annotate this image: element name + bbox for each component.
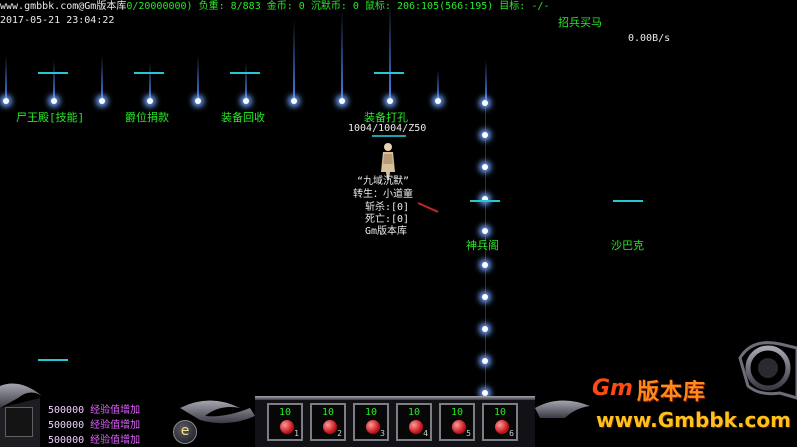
- spell-trail: [417, 202, 439, 213]
- light-dot: [482, 132, 488, 138]
- slot-key: 2: [337, 429, 342, 438]
- light-beam: [101, 55, 103, 100]
- light-dot: [482, 390, 488, 396]
- npc-health-bar: [230, 72, 260, 74]
- light-dot: [339, 98, 345, 104]
- light-beam: [197, 55, 199, 100]
- hotbar-slot-6[interactable]: 10 6: [482, 403, 518, 441]
- slot-count: 10: [494, 407, 507, 418]
- light-dot: [482, 326, 488, 332]
- light-beam: [245, 62, 247, 100]
- e-menu-button[interactable]: e: [173, 420, 197, 444]
- npc-health-bar: [134, 72, 164, 74]
- potion-icon: [409, 420, 423, 434]
- site-watermark: www.gmbbk.com@Gm版本库: [0, 1, 127, 12]
- light-beam: [341, 10, 343, 100]
- player-hp-bar: [372, 135, 406, 137]
- player-hp-text: 1004/1004/Z50: [348, 123, 427, 134]
- hotbar-slot-1[interactable]: 10 1: [267, 403, 303, 441]
- slot-key: 1: [294, 429, 299, 438]
- light-beam: [293, 20, 295, 100]
- slot-count: 10: [279, 407, 292, 418]
- npc-sabak[interactable]: 沙巴克: [611, 239, 644, 252]
- npc-divine-weapon-pavilion[interactable]: 神兵阁: [466, 239, 499, 252]
- slot-count: 10: [408, 407, 421, 418]
- player-guild: “九域沉默”: [357, 176, 410, 187]
- potion-icon: [280, 420, 294, 434]
- light-beam: [149, 62, 151, 100]
- light-dot: [291, 98, 297, 104]
- light-dot: [482, 262, 488, 268]
- light-dot: [482, 358, 488, 364]
- potion-icon: [452, 420, 466, 434]
- light-beam: [53, 60, 55, 100]
- light-dot: [51, 98, 57, 104]
- status-stats: 0/20000000) 负重: 8/883 金币: 0 沉默币: 0 鼠标: 2…: [126, 1, 550, 12]
- logo-brand: 版本库: [637, 380, 707, 405]
- logo-url: www.Gmbbk.com: [596, 408, 791, 432]
- npc-health-bar: [470, 200, 500, 202]
- light-dot: [482, 164, 488, 170]
- potion-icon: [366, 420, 380, 434]
- potion-icon: [495, 420, 509, 434]
- slot-count: 10: [451, 407, 464, 418]
- status-bar: www.gmbbk.com@Gm版本库0/20000000) 负重: 8/883…: [0, 0, 549, 13]
- slot-key: 3: [380, 429, 385, 438]
- player-character[interactable]: [378, 142, 398, 182]
- slot-key: 4: [423, 429, 428, 438]
- slot-count: 10: [322, 407, 335, 418]
- npc-health-bar: [374, 72, 404, 74]
- gmbbk-logo: Gm 版本库 www.Gmbbk.com: [592, 372, 792, 442]
- player-rebirth: 转生：小道童: [353, 189, 413, 200]
- light-beam: [485, 60, 487, 100]
- light-dot: [387, 98, 393, 104]
- light-dot: [3, 98, 9, 104]
- light-dot: [435, 98, 441, 104]
- slot-count: 10: [365, 407, 378, 418]
- npc-equipment-socket[interactable]: 装备打孔: [364, 111, 408, 124]
- system-message: 500000 经验值增加: [48, 435, 141, 446]
- light-dot: [243, 98, 249, 104]
- hotbar-slot-2[interactable]: 10 2: [310, 403, 346, 441]
- npc-corpse-king-hall[interactable]: 尸王殿[技能]: [16, 111, 85, 124]
- light-beam: [5, 55, 7, 100]
- npc-title-donation[interactable]: 爵位捐款: [125, 111, 169, 124]
- game-clock: 2017-05-21 23:04:22: [0, 15, 115, 26]
- npc-equipment-recycle[interactable]: 装备回收: [221, 111, 265, 124]
- player-title: Gm版本库: [365, 226, 408, 237]
- light-beam: [437, 70, 439, 100]
- player-kills: 斩杀:[0]: [365, 202, 410, 213]
- light-dot: [482, 100, 488, 106]
- light-beam: [389, 0, 391, 100]
- light-dot: [482, 196, 488, 202]
- slot-key: 6: [509, 429, 514, 438]
- system-message: 500000 经验值增加: [48, 405, 141, 416]
- light-dot: [195, 98, 201, 104]
- light-dot: [482, 294, 488, 300]
- potion-icon: [323, 420, 337, 434]
- light-dot: [99, 98, 105, 104]
- system-message: 500000 经验值增加: [48, 420, 141, 431]
- slot-key: 5: [466, 429, 471, 438]
- logo-mark: Gm: [592, 376, 633, 401]
- recruit-button[interactable]: 招兵买马: [558, 16, 602, 29]
- npc-health-bar: [38, 359, 68, 361]
- light-dot: [147, 98, 153, 104]
- network-speed: 0.00B/s: [628, 33, 671, 44]
- npc-health-bar: [613, 200, 643, 202]
- hotbar-slot-3[interactable]: 10 3: [353, 403, 389, 441]
- player-deaths: 死亡:[0]: [365, 214, 410, 225]
- npc-health-bar: [38, 72, 68, 74]
- light-dot: [482, 228, 488, 234]
- left-slot[interactable]: [5, 407, 33, 437]
- hotbar-slot-4[interactable]: 10 4: [396, 403, 432, 441]
- hotbar-slot-5[interactable]: 10 5: [439, 403, 475, 441]
